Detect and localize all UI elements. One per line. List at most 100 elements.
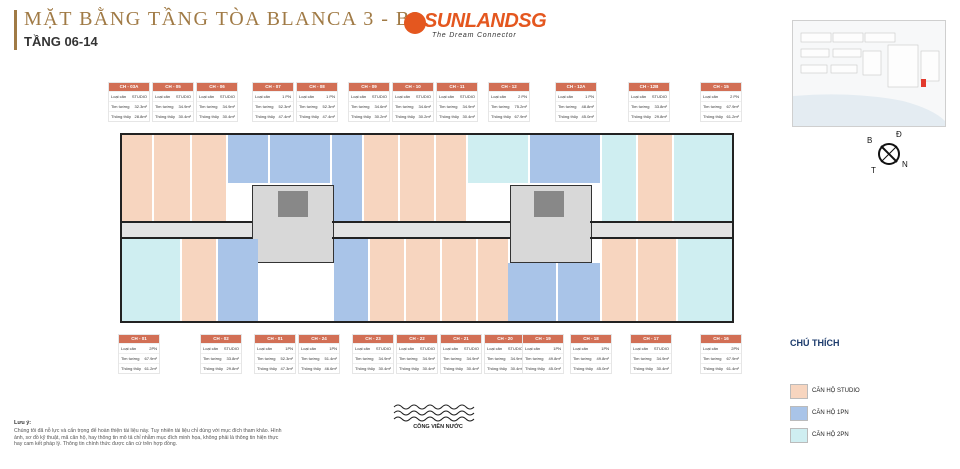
unit-card-thong: 29.8m² <box>226 366 239 371</box>
unit-ch-19[interactable] <box>508 263 556 323</box>
unit-ch-09[interactable] <box>364 133 398 221</box>
unit-card-thong: 30.4m² <box>656 366 669 371</box>
unit-card-type: 2PN <box>731 346 739 351</box>
unit-card-type: 2PN <box>149 346 157 351</box>
unit-card-type-label: Loại căn <box>631 94 647 99</box>
unit-card-tim: 75.2m² <box>514 104 527 109</box>
unit-card-type: 1 PN <box>326 94 335 99</box>
wave-icon <box>393 404 475 422</box>
unit-card-thong: 30.4m² <box>178 114 191 119</box>
unit-ch-12[interactable] <box>468 133 528 183</box>
unit-card-tim: 34.9m² <box>222 104 235 109</box>
unit-ch-12a-b[interactable] <box>602 133 636 221</box>
unit-card-type-label: Loại căn <box>301 346 317 351</box>
legend-label-1pn: CĂN HỘ 1PN <box>812 410 849 416</box>
wall-top <box>120 133 734 135</box>
unit-card-tim-label: Tim tường <box>257 356 276 361</box>
unit-card-tim: 34.6m² <box>374 104 387 109</box>
unit-card-thong: 45.0m² <box>596 366 609 371</box>
unit-card-thong-label: Thông thủy <box>439 114 460 119</box>
unit-ch-24[interactable] <box>334 239 368 323</box>
unit-ch-22[interactable] <box>406 239 440 323</box>
unit-card-thong: 30.4m² <box>222 114 235 119</box>
unit-card-type: STUDIO <box>415 94 431 99</box>
unit-card-tim: 67.9m² <box>726 356 739 361</box>
unit-card-thong: 61.2m² <box>144 366 157 371</box>
unit-ch-07[interactable] <box>228 133 268 183</box>
unit-card-type: STUDIO <box>463 346 479 351</box>
unit-ch-03a[interactable] <box>120 133 152 221</box>
unit-ch-16[interactable] <box>678 239 734 323</box>
unit-ch-20[interactable] <box>478 239 508 323</box>
unit-ch-11[interactable] <box>436 133 466 221</box>
wall-corridor-top-a <box>120 221 252 223</box>
unit-card-type-label: Loại căn <box>111 94 127 99</box>
unit-ch-02[interactable] <box>182 239 216 323</box>
unit-card-tim: 49.8m² <box>548 356 561 361</box>
unit-card-type: STUDIO <box>375 346 391 351</box>
unit-ch-23[interactable] <box>370 239 404 323</box>
unit-ch-06[interactable] <box>192 133 226 221</box>
unit-card-code: CH - 11 <box>437 83 477 91</box>
unit-card-code: CH - 01 <box>255 335 295 343</box>
unit-card-thong: 61.2m² <box>726 114 739 119</box>
unit-ch-08[interactable] <box>270 133 330 183</box>
unit-card-thong: 47.4m² <box>322 114 335 119</box>
unit-ch-10[interactable] <box>400 133 434 221</box>
unit-card-tim-label: Tim tường <box>255 104 274 109</box>
unit-card-type-label: Loại căn <box>487 346 503 351</box>
compass-label-b: B <box>867 136 873 145</box>
unit-card-tim: 51.4m² <box>324 356 337 361</box>
unit-ch-12b[interactable] <box>638 133 672 221</box>
site-key-map <box>792 20 946 127</box>
unit-card-tim-label: Tim tường <box>491 104 510 109</box>
unit-ch-17b[interactable] <box>638 239 676 323</box>
unit-card-thong: 30.4m² <box>422 366 435 371</box>
unit-card-code: CH - 20 <box>485 335 525 343</box>
unit-ch-01b[interactable] <box>218 239 258 323</box>
unit-ch-17[interactable] <box>602 239 636 323</box>
unit-card-type-label: Loại căn <box>351 94 367 99</box>
unit-card-thong-label: Thông thủy <box>121 366 142 371</box>
unit-card-thong-label: Thông thủy <box>155 114 176 119</box>
unit-card-tim: 34.6m² <box>418 104 431 109</box>
wall-corridor-top-c <box>590 221 734 223</box>
unit-ch-01[interactable] <box>120 239 180 323</box>
unit-card-type-label: Loại căn <box>355 346 371 351</box>
unit-card-tim-label: Tim tường <box>633 356 652 361</box>
unit-ch-18[interactable] <box>558 263 600 323</box>
unit-ch-21[interactable] <box>442 239 476 323</box>
unit-ch-12a[interactable] <box>530 133 600 183</box>
unit-card-type: 1PN <box>553 346 561 351</box>
unit-card-type-label: Loại căn <box>257 346 273 351</box>
unit-ch-05[interactable] <box>154 133 190 221</box>
unit-card-thong: 61.4m² <box>726 366 739 371</box>
unit-ch-15[interactable] <box>674 133 734 221</box>
unit-card-code: CH - 10 <box>393 83 433 91</box>
unit-ch-08b[interactable] <box>332 133 362 221</box>
